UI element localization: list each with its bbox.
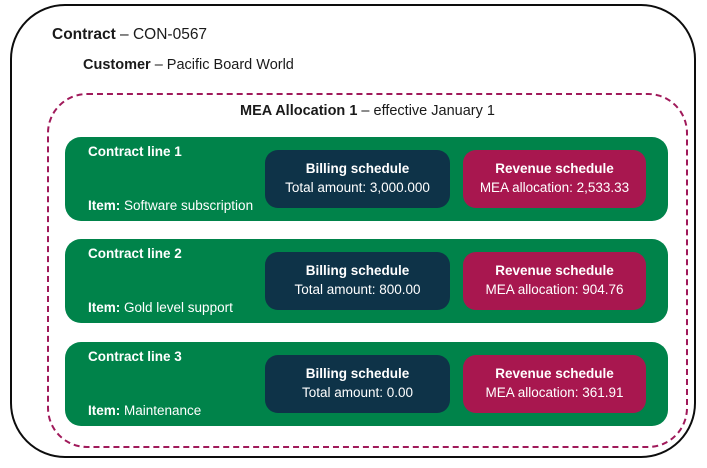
revenue-schedule-title: Revenue schedule bbox=[495, 161, 614, 176]
customer-title: Customer – Pacific Board World bbox=[83, 57, 294, 73]
contract-line-info: Contract line 2 Item: Gold level support bbox=[88, 209, 233, 353]
contract-id: – CON-0567 bbox=[115, 26, 208, 43]
contract-line-label: Contract line 3 bbox=[88, 349, 182, 364]
billing-schedule-amount: Total amount: 3,000.000 bbox=[285, 180, 430, 195]
billing-schedule-title: Billing schedule bbox=[305, 161, 410, 176]
revenue-schedule-box: Revenue schedule MEA allocation: 361.91 bbox=[463, 355, 646, 413]
contract-line-item: Item: Maintenance bbox=[88, 402, 201, 420]
revenue-schedule-box: Revenue schedule MEA allocation: 904.76 bbox=[463, 252, 646, 310]
item-label: Item: bbox=[88, 198, 121, 213]
billing-schedule-box: Billing schedule Total amount: 0.00 bbox=[265, 355, 450, 413]
contract-line-row-2: Contract line 2 Item: Gold level support… bbox=[65, 239, 668, 323]
revenue-schedule-amount: MEA allocation: 2,533.33 bbox=[479, 180, 630, 195]
contract-line-label: Contract line 1 bbox=[88, 144, 182, 159]
contract-line-info: Contract line 3 Item: Maintenance bbox=[88, 312, 201, 456]
contract-line-item: Item: Gold level support bbox=[88, 299, 233, 317]
mea-allocation-title: MEA Allocation 1 – effective January 1 bbox=[49, 95, 686, 119]
item-value: Software subscription bbox=[120, 198, 254, 213]
billing-schedule-amount: Total amount: 800.00 bbox=[294, 282, 421, 297]
contract-line-info: Contract line 1 Item: Software subscript… bbox=[88, 107, 253, 251]
contract-label: Contract bbox=[52, 26, 116, 43]
customer-label: Customer bbox=[83, 57, 151, 73]
contract-title: Contract – CON-0567 bbox=[52, 26, 207, 44]
mea-allocation-group: MEA Allocation 1 – effective January 1 C… bbox=[47, 93, 688, 448]
customer-name: – Pacific Board World bbox=[150, 57, 294, 73]
billing-schedule-box: Billing schedule Total amount: 3,000.000 bbox=[265, 150, 450, 208]
item-label: Item: bbox=[88, 403, 121, 418]
revenue-schedule-title: Revenue schedule bbox=[495, 366, 614, 381]
revenue-schedule-amount: MEA allocation: 361.91 bbox=[485, 385, 624, 400]
revenue-schedule-title: Revenue schedule bbox=[495, 263, 614, 278]
mea-allocation-effective-date: – effective January 1 bbox=[357, 103, 495, 119]
contract-line-row-3: Contract line 3 Item: Maintenance Billin… bbox=[65, 342, 668, 426]
billing-schedule-title: Billing schedule bbox=[305, 366, 410, 381]
contract-line-item: Item: Software subscription bbox=[88, 197, 253, 215]
item-value: Maintenance bbox=[120, 403, 202, 418]
billing-schedule-title: Billing schedule bbox=[305, 263, 410, 278]
revenue-schedule-amount: MEA allocation: 904.76 bbox=[485, 282, 624, 297]
mea-allocation-label: MEA Allocation 1 bbox=[240, 103, 358, 119]
billing-schedule-box: Billing schedule Total amount: 800.00 bbox=[265, 252, 450, 310]
revenue-schedule-box: Revenue schedule MEA allocation: 2,533.3… bbox=[463, 150, 646, 208]
item-label: Item: bbox=[88, 300, 121, 315]
contract-container: Contract – CON-0567 Customer – Pacific B… bbox=[10, 4, 696, 458]
contract-line-row-1: Contract line 1 Item: Software subscript… bbox=[65, 137, 668, 221]
contract-line-label: Contract line 2 bbox=[88, 246, 182, 261]
billing-schedule-amount: Total amount: 0.00 bbox=[301, 385, 414, 400]
item-value: Gold level support bbox=[120, 300, 233, 315]
